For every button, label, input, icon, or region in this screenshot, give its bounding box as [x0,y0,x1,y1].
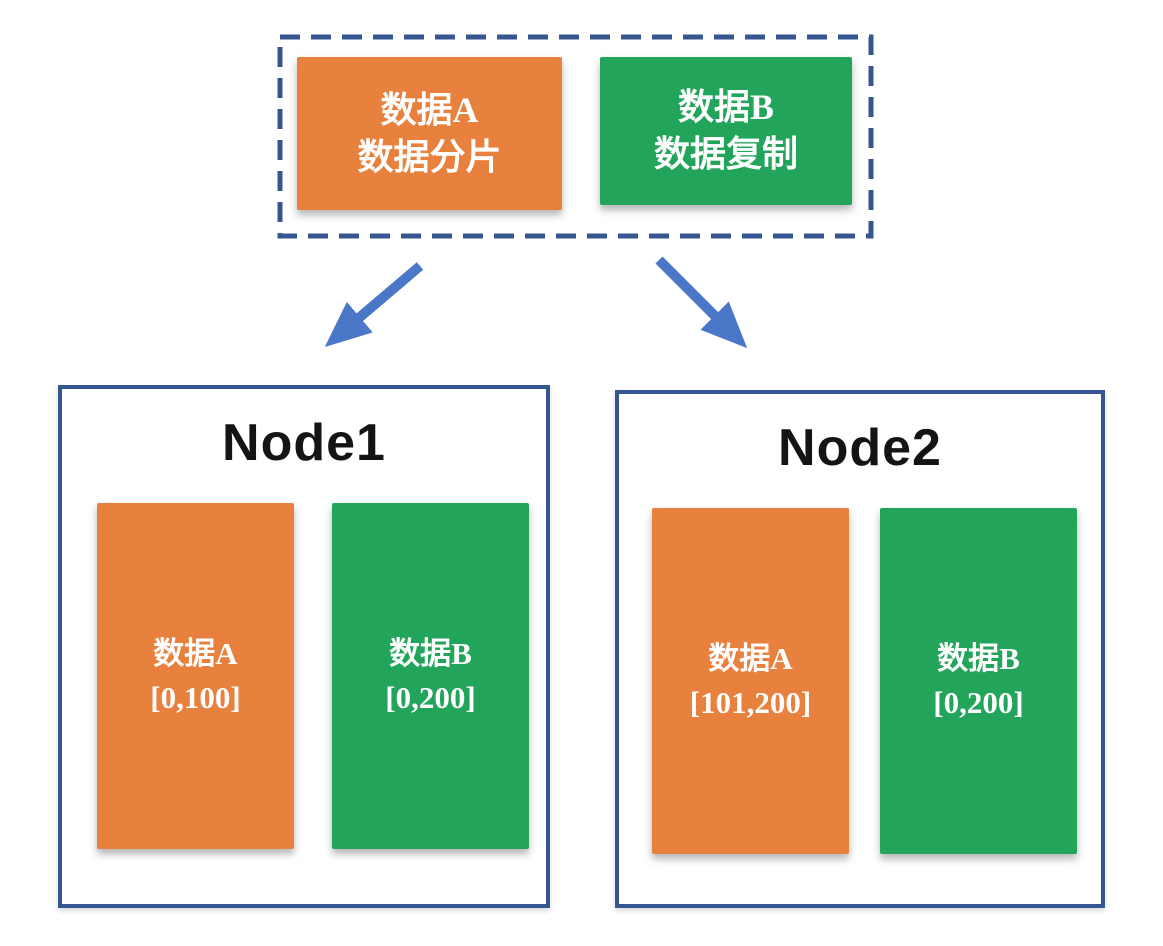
node2-data-b-range: [0,200] [933,685,1024,720]
source-data-a-shard-box: 数据A 数据分片 [297,57,562,210]
node1-title: Node1 [222,414,386,472]
node2-data-a-label: 数据A [708,641,793,676]
source-data-a-sharding-label: 数据分片 [357,136,502,177]
node2-data-a-shard: 数据A [101,200] [652,508,849,854]
node2-data-a-range: [101,200] [689,685,812,720]
node1-data-a-shard: 数据A [0,100] [97,503,294,849]
source-data-b-replication-label: 数据复制 [653,134,798,174]
node2-data-b-replica: 数据B [0,200] [880,508,1077,854]
arrow-to-node1 [324,262,424,347]
node2-data-b-label: 数据B [937,641,1020,676]
source-data-a-label: 数据A [380,89,479,130]
node2-title: Node2 [778,419,942,477]
node1-container: Node1 数据A [0,100] 数据B [0,200] [58,385,550,908]
node1-data-a-range: [0,100] [150,680,241,715]
node1-data-b-range: [0,200] [385,680,476,715]
node2-container: Node2 数据A [101,200] 数据B [0,200] [615,390,1105,908]
node1-data-b-replica: 数据B [0,200] [332,503,529,849]
arrow-to-node2 [655,256,748,349]
source-data-b-label: 数据B [677,87,774,127]
source-data-b-replicate-box: 数据B 数据复制 [600,57,852,205]
node1-data-b-label: 数据B [389,636,472,671]
node1-data-a-label: 数据A [153,636,238,671]
